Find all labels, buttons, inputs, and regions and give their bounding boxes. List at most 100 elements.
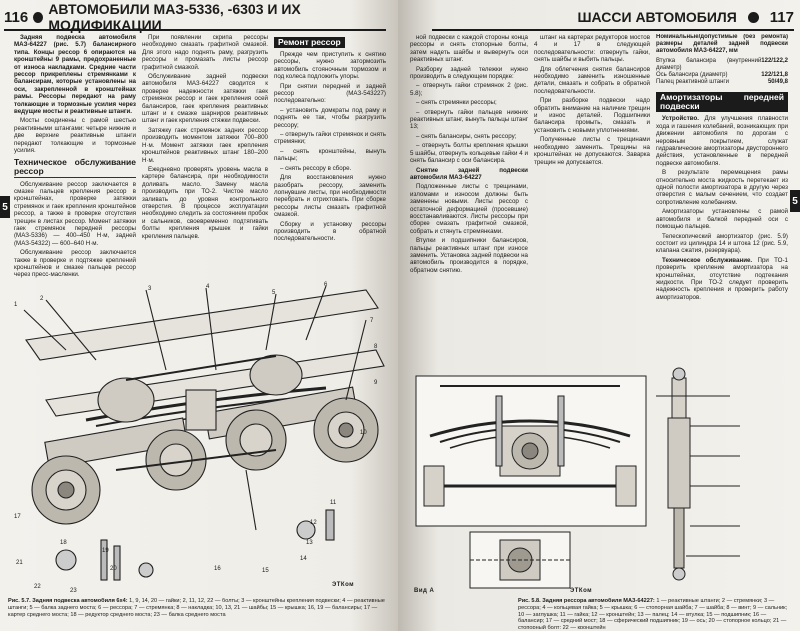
paragraph: Полученные листы с трещинами необходимо … [534,136,650,166]
paragraph: Мосты соединены с рамой шестью реактивны… [14,117,136,155]
subheading: Снятие задней подвески автомобиля МАЗ-64… [410,166,528,181]
callout-number: 23 [70,588,77,594]
callout-number: 13 [306,540,313,546]
right-header-title: ШАССИ АВТОМОБИЛЯ [577,9,737,25]
list-item: – отвернуть гайки пальцев нижних реактив… [410,108,528,131]
figure-rear-spring: Вид А ЭТКом [410,366,792,598]
left-page: 116 АВТОМОБИЛИ МАЗ-5336, -6303 И ИХ МОДИ… [0,0,398,631]
caption-label: Рис. 5.7. Задняя подвеска автомобиля 6x4… [8,598,128,604]
paragraph: Обслуживание рессор заключается в смазке… [14,180,136,247]
paragraph: Втулки и подшипники балансиров, пальцы р… [410,237,528,274]
callout-number: 8 [374,344,378,350]
paragraph-lead: Устройство. [662,115,699,123]
list-item: – снять балансиры, снять рессору; [416,132,517,140]
left-header-rule [4,29,386,31]
paragraph: Сборку и установку рессоры производить в… [274,220,386,243]
list-item: – снять кронштейны, вынуть пальцы; [274,147,386,163]
callout-number: 2 [40,296,44,302]
caption-label: Рис. 5.8. Задняя рессора автомобиля МАЗ-… [518,598,655,604]
paragraph: В результате перемещения рамы относитель… [656,169,788,206]
callout-number: 19 [102,548,109,554]
paragraph: Затяжку гаек стремянок задних рессор про… [142,126,268,164]
list-item: – отвернуть гайки стремянок и снять стре… [274,131,386,146]
callout-number: 20 [110,566,117,572]
callout-number: 1 [14,302,18,308]
right-page: ШАССИ АВТОМОБИЛЯ 117 5 ной подвески с ка… [398,0,800,631]
spec-name: Палец реактивной штанги [656,79,729,86]
paragraph-text: При ТО-1 проверить крепление амортизатор… [656,256,788,301]
paragraph: Амортизаторы установлены с рамой автомоб… [656,208,788,231]
left-running-header: 116 АВТОМОБИЛИ МАЗ-5336, -6303 И ИХ МОДИ… [4,1,388,33]
caption-text: 1, 9, 14, 20 — гайки; 2, 11, 12, 22 — бо… [8,598,385,618]
callout-number: 6 [324,282,328,288]
paragraph: Устройство. Для улучшения плавности хода… [656,115,788,167]
callout-number: 9 [374,380,378,386]
bullet-icon [747,11,759,23]
figure-caption: Рис. 5.8. Задняя рессора автомобиля МАЗ-… [518,598,794,629]
right-column-3: Номинальные/допустимые (без ремонта) раз… [656,34,788,364]
paragraph: Техническое обслуживание. При ТО-1 прове… [656,257,788,301]
caption-text: 1 — реактивные штанги; 2 — стремянки; 3 … [518,598,788,629]
spec-name: Ось балансира (диаметр) [656,72,728,79]
spec-row: Ось балансира (диаметр) 122/121,8 [656,72,788,79]
section-heading: Техническое обслуживание рессор [14,156,136,178]
figure-rear-suspension: ЭТКом [6,280,390,600]
bullet-icon [33,11,44,23]
callout-number: 16 [214,566,221,572]
callout-number: 4 [206,284,210,290]
paragraph: ной подвески с каждой стороны конца ресс… [410,34,528,64]
paragraph: Обслуживание задней подвески автомобиля … [142,73,268,125]
spec-value: 122/122,2 [761,57,788,64]
paragraph-lead: Техническое обслуживание. [662,256,753,264]
publisher-logo: ЭТКом [332,582,355,588]
spec-name: Втулка балансира (внутренний диаметр) [656,57,762,71]
callout-number: 15 [262,568,269,574]
paragraph: Задняя подвеска автомобиля МАЗ-64227 (ри… [14,34,136,116]
list-item: – отвернуть гайки стремянок 2 (рис. 5.8)… [410,82,528,97]
paragraph: Разборку задней тележки нужно производит… [410,65,528,81]
list-item: – снять рессору в сборе. [280,164,352,172]
callout-number: 18 [60,540,67,546]
right-header-rule [432,29,794,31]
callout-number: 17 [14,514,21,520]
right-column-2: штанг на картерах редукторов мостов 4 и … [534,34,650,366]
left-column-2: При появлении скрипа рессоры необходимо … [142,34,268,272]
paragraph: штанг на картерах редукторов мостов 4 и … [534,34,650,64]
spec-value: 122/121,8 [761,72,788,79]
list-item: – установить домкраты под раму и поднять… [274,106,386,129]
publisher-logo: ЭТКом [570,588,593,594]
callout-number: 14 [300,556,307,562]
right-page-number: 117 [769,8,794,26]
paragraph: Для облегчения снятия балансиров необход… [534,65,650,95]
left-chapter-tab: 5 [0,196,10,218]
paragraph: При снятии передней и задней рессор (МАЗ… [274,82,386,105]
spec-table-title: Номинальные/допустимые (без ремонта) раз… [656,34,788,55]
callout-number: 11 [330,500,337,506]
spring-drawing [415,367,740,589]
callout-number: 7 [370,318,374,324]
callout-number: 21 [16,560,23,566]
right-column-1: ной подвески с каждой стороны конца ресс… [410,34,528,366]
paragraph: Обслуживание рессор заключается также в … [14,249,136,279]
suspension-drawing [23,285,385,581]
paragraph: Прежде чем приступить к снятию рессоры, … [274,51,386,81]
paragraph: При разборке подвески надо обратить вним… [534,97,650,134]
left-page-number: 116 [4,8,29,26]
callout-number: 5 [272,290,276,296]
paragraph: Телескопический амортизатор (рис. 5.9) с… [656,232,788,255]
list-item: – снять стремянки рессоры; [416,99,497,107]
callout-number: 10 [360,430,367,436]
list-item: – отвернуть болты крепления крышки 5 шай… [410,142,528,165]
view-label: Вид А [414,588,435,594]
spec-row: Втулка балансира (внутренний диаметр)122… [656,58,788,72]
paragraph: Ежедневно проверять уровень масла в карт… [142,165,268,240]
left-column-3: Ремонт рессор Прежде чем приступить к сн… [274,34,386,304]
figure-caption: Рис. 5.7. Задняя подвеска автомобиля 6x4… [8,598,390,629]
callout-number: 3 [148,286,152,292]
paragraph: Подложенные листы с трещинами, изломами … [410,183,528,235]
paragraph: При появлении скрипа рессоры необходимо … [142,34,268,71]
section-heading: Ремонт рессор [274,37,345,48]
right-chapter-tab: 5 [790,190,800,212]
